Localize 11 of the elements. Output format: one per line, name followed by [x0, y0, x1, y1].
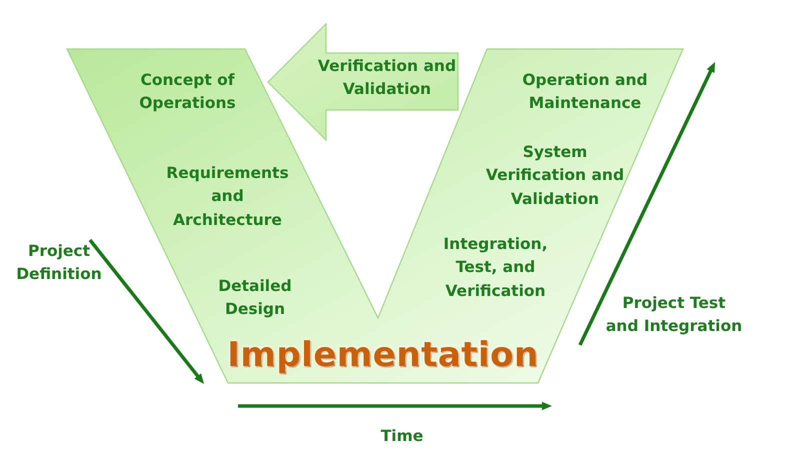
axis-label: Time	[380, 426, 424, 447]
phase-label: Integration, Test, and Verification	[442, 234, 549, 302]
phase-label: Concept of Operations	[138, 70, 237, 114]
stage-title: Implementation	[226, 335, 540, 376]
axis-label: Project Definition	[15, 241, 103, 286]
phase-label: Requirements and Architecture	[165, 163, 290, 230]
phase-label: Detailed Design	[217, 276, 293, 320]
arrow-label: Verification and Validation	[316, 56, 458, 100]
axis-label: Project Test and Integration	[604, 293, 744, 338]
phase-label: System Verification and Validation	[485, 142, 625, 210]
phase-label: Operation and Maintenance	[521, 70, 649, 114]
